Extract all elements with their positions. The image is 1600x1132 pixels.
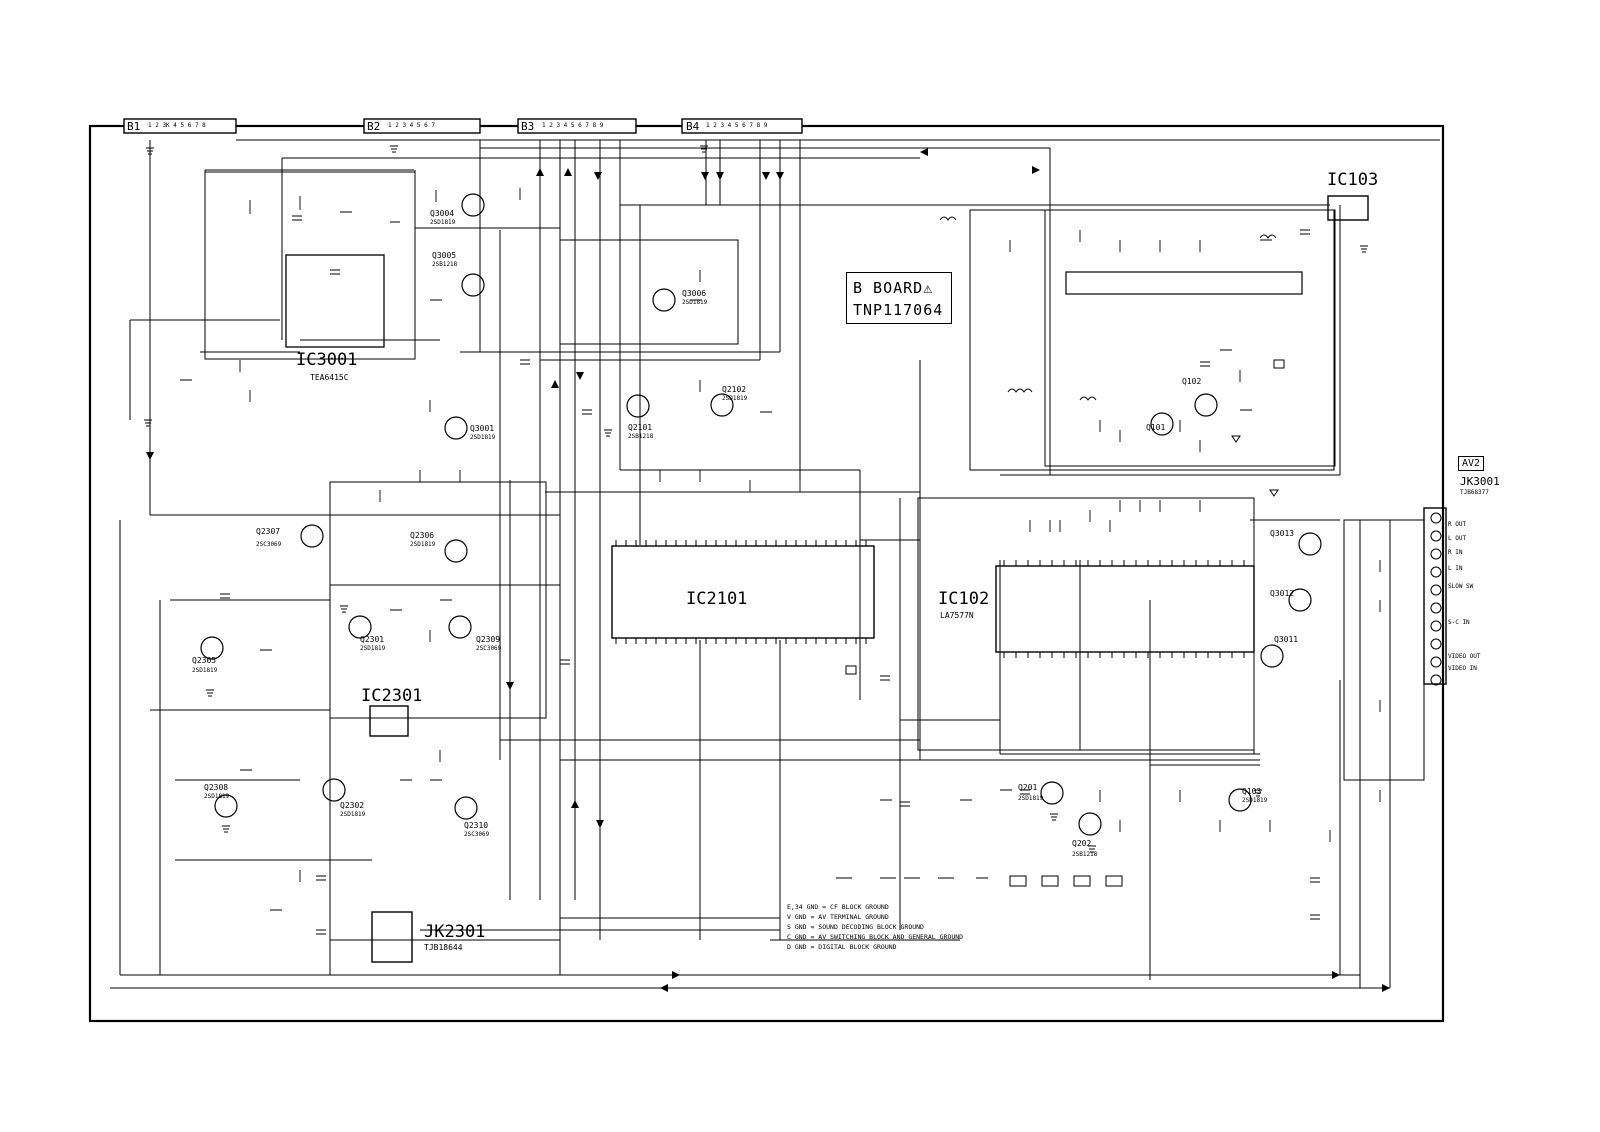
q202-ref: Q202 (1072, 839, 1092, 848)
q201-ref: Q201 (1018, 783, 1038, 792)
connector-b1-pins: 1 2 3K 4 5 6 7 8 (148, 122, 206, 129)
jack-pin-l-out: L OUT (1448, 535, 1467, 542)
q202-part: 2SB1218 (1072, 851, 1098, 858)
board-name: B BOARD (853, 279, 924, 297)
ic3001-part: TEA6415C (310, 373, 349, 382)
q3001-part: 2SD1819 (470, 434, 496, 441)
q2310-ref: Q2310 (464, 821, 489, 830)
connector-b4 (681, 118, 803, 134)
q2305-part: 2SD1819 (192, 667, 218, 674)
q102-ref: Q102 (1182, 377, 1202, 386)
legend-line-1: E,34 GND = CF BLOCK GROUND (787, 903, 889, 911)
connector-b3 (517, 118, 637, 134)
connector-b1-label: B1 (127, 120, 141, 133)
q2307-ref: Q2307 (256, 527, 281, 536)
q3006-part: 2SD1819 (682, 299, 708, 306)
connector-b4-label: B4 (686, 120, 700, 133)
connector-b3-label: B3 (521, 120, 535, 133)
q2309-part: 2SC3069 (476, 645, 502, 652)
ic103-ref: IC103 (1327, 170, 1379, 190)
jack-pin-s-c-in: S-C IN (1448, 619, 1470, 626)
q2310-part: 2SC3069 (464, 831, 490, 838)
q2101-part: 2SB1218 (628, 433, 654, 440)
av2-label: AV2 (1458, 456, 1484, 471)
ic2101-ref: IC2101 (686, 589, 748, 609)
legend-line-3: S GND = SOUND DECODING BLOCK GROUND (787, 923, 924, 931)
q2306b-ref: Q2308 (204, 783, 229, 792)
q2307-part: 2SC3069 (256, 541, 282, 548)
ic3001-ref: IC3001 (296, 350, 358, 370)
jk2301-ref: JK2301 (424, 922, 486, 942)
q2305-ref: Q2305 (192, 656, 217, 665)
board-title: B BOARD⚠ (853, 279, 933, 297)
board-border (88, 124, 1445, 1023)
ic2301-body (369, 705, 409, 737)
q2306b-part: 2SD1819 (204, 793, 230, 800)
board-title-box: B BOARD⚠ TNP117064 (846, 272, 952, 324)
ic102-body (995, 565, 1255, 653)
board-part-number: TNP117064 (853, 301, 944, 319)
ic2101-body (611, 545, 875, 639)
ic102-part: LA7577N (940, 611, 974, 620)
q3004-part: 2SD1819 (430, 219, 456, 226)
q201-part: 2SD1819 (1018, 795, 1044, 802)
jk3001-ref: JK3001 (1460, 475, 1500, 488)
q3012-ref: Q3012 (1270, 589, 1295, 598)
q2102-ref: Q2102 (722, 385, 747, 394)
legend-line-4: C GND = AV SWITCHING BLOCK AND GENERAL G… (787, 933, 964, 941)
connector-b2 (363, 118, 481, 134)
jack-pin-r-in: R IN (1448, 549, 1463, 556)
connector-b4-pins: 1 2 3 4 5 6 7 8 9 (706, 122, 768, 129)
jk2301-part: TJB18644 (424, 943, 463, 952)
legend-line-2: V GND = AV TERMINAL GROUND (787, 913, 889, 921)
jack-pin-l-in: L IN (1448, 565, 1463, 572)
q101-ref: Q101 (1146, 423, 1166, 432)
ic2301-ref: IC2301 (361, 686, 423, 706)
jack-pin-video-out: VIDEO OUT (1448, 653, 1481, 660)
q3013-ref: Q3013 (1270, 529, 1295, 538)
jk3001-part: TJB68377 (1460, 489, 1489, 496)
q3006-ref: Q3006 (682, 289, 707, 298)
jack-pin-video-in: VIDEO IN (1448, 665, 1477, 672)
legend-line-5: D GND = DIGITAL BLOCK GROUND (787, 943, 897, 951)
q3005-part: 2SB1218 (432, 261, 458, 268)
connector-b2-label: B2 (367, 120, 381, 133)
q2102-part: 2SD1819 (722, 395, 748, 402)
q2301-part: 2SD1819 (360, 645, 386, 652)
q3005-ref: Q3005 (432, 251, 457, 260)
q2306-ref: Q2306 (410, 531, 435, 540)
jack-pin-r-out: R OUT (1448, 521, 1467, 528)
q103-ref: Q103 (1242, 787, 1262, 796)
q2306-part: 2SD1819 (410, 541, 436, 548)
q2302-ref: Q2302 (340, 801, 365, 810)
connector-b3-pins: 1 2 3 4 5 6 7 8 9 (542, 122, 604, 129)
q103-part: 2SD1819 (1242, 797, 1268, 804)
jk2301-body (371, 911, 413, 963)
connector-b1 (123, 118, 237, 134)
q3001-ref: Q3001 (470, 424, 495, 433)
q3004-ref: Q3004 (430, 209, 455, 218)
q3011-ref: Q3011 (1274, 635, 1299, 644)
q2309-ref: Q2309 (476, 635, 501, 644)
connector-b2-pins: 1 2 3 4 5 6 7 (388, 122, 435, 129)
q2301-ref: Q2301 (360, 635, 385, 644)
ic102-ref: IC102 (938, 589, 990, 609)
q2302-part: 2SD1819 (340, 811, 366, 818)
warning-icon: ⚠ (923, 279, 934, 297)
jack-pin-slow-sw: SLOW SW (1448, 583, 1474, 590)
ic3001-body (285, 254, 385, 348)
q2101-ref: Q2101 (628, 423, 653, 432)
ic103-body (1327, 195, 1369, 221)
